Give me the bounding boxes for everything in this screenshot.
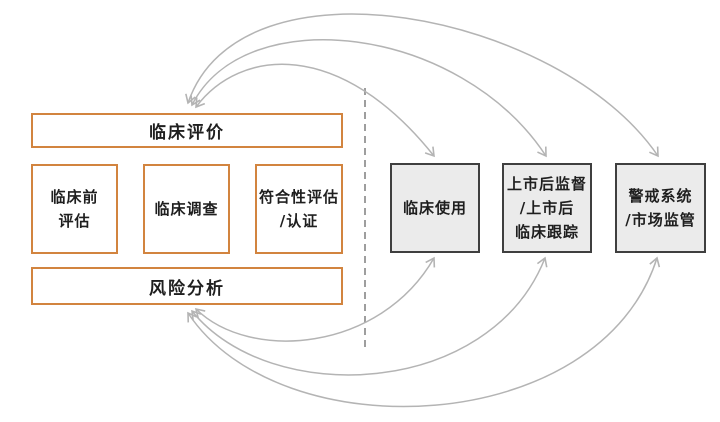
clinical-evaluation-label: 临床评价 [149, 123, 225, 143]
arrow-top-vigilance [185, 13, 659, 158]
clinical-use-label: 临床使用 [402, 199, 467, 217]
preclinical-label-line2: 评估 [58, 212, 91, 230]
post-market-label-line1: 上市后监督 [506, 175, 587, 193]
box-post-market-surveillance: 上市后监督 /上市后 临床跟踪 [502, 163, 592, 253]
box-clinical-investigation: 临床调查 [143, 164, 230, 254]
box-conformity-assessment: 符合性评估 /认证 [255, 164, 343, 254]
post-market-label-line3: 临床跟踪 [514, 223, 579, 241]
risk-analysis-label: 风险分析 [149, 278, 225, 299]
box-preclinical-assessment: 临床前 评估 [31, 164, 118, 254]
box-clinical-evaluation: 临床评价 [31, 113, 343, 148]
vigilance-label-line1: 警戒系统 [628, 187, 693, 205]
preclinical-label-line1: 临床前 [50, 188, 99, 206]
arrow-bottom-vigilance [187, 256, 661, 408]
conformity-label-line1: 符合性评估 [258, 188, 339, 206]
box-vigilance-system: 警戒系统 /市场监管 [615, 163, 706, 253]
box-clinical-use: 临床使用 [390, 163, 480, 253]
post-market-label-line2: /上市后 [519, 199, 575, 217]
clinical-investigation-label: 临床调查 [154, 200, 219, 218]
vigilance-label-line2: /市场监管 [625, 211, 696, 229]
box-risk-analysis: 风险分析 [31, 267, 343, 305]
conformity-label-line2: /认证 [279, 212, 319, 230]
